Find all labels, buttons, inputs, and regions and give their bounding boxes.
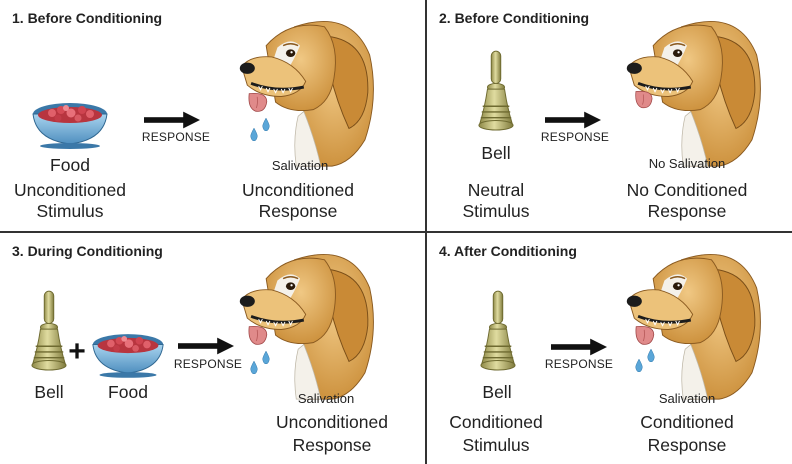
response-type-line-2: Response bbox=[647, 435, 727, 455]
stimulus-type-line-1: Unconditioned bbox=[14, 180, 126, 200]
arrow-icon bbox=[545, 110, 601, 130]
drool-drop-icon bbox=[635, 359, 643, 372]
stimulus-name: Bell bbox=[482, 382, 512, 402]
stimulus-name-2: Food bbox=[108, 382, 148, 402]
tongue-icon bbox=[246, 325, 270, 349]
response-type-line-1: Unconditioned bbox=[276, 412, 388, 432]
drool-drop-icon bbox=[250, 361, 258, 374]
response-label: RESPONSE bbox=[544, 357, 614, 371]
stimulus-type-line-2: Stimulus bbox=[36, 201, 104, 221]
response-label: RESPONSE bbox=[141, 130, 211, 144]
drool-drop-icon bbox=[250, 128, 258, 141]
panel-title: 4. After Conditioning bbox=[439, 243, 577, 259]
stimulus-name: Food bbox=[50, 155, 90, 175]
tongue-icon bbox=[633, 90, 655, 112]
tongue-icon bbox=[246, 92, 270, 116]
panel-4-after-conditioning: 4. After Conditioning RESPONSE Bell Cond… bbox=[427, 233, 792, 464]
dog-icon bbox=[623, 241, 768, 401]
response-type-line-1: Conditioned bbox=[640, 412, 734, 432]
stimulus-type-line-1: Neutral bbox=[467, 180, 525, 200]
drool-drop-icon bbox=[647, 349, 655, 362]
dog-icon bbox=[623, 8, 768, 168]
stimulus-type-line-2: Stimulus bbox=[462, 201, 530, 221]
response-type-line-2: Response bbox=[647, 201, 727, 221]
stimulus-name: Bell bbox=[481, 143, 511, 163]
dog-caption: Salivation bbox=[297, 391, 355, 406]
panel-title: 1. Before Conditioning bbox=[12, 10, 163, 26]
horizontal-divider bbox=[0, 231, 792, 233]
response-type-line-2: Response bbox=[258, 201, 338, 221]
panel-title: 3. During Conditioning bbox=[12, 243, 163, 259]
arrow-icon bbox=[551, 337, 607, 357]
drool-drop-icon bbox=[262, 351, 270, 364]
bell-icon bbox=[477, 48, 515, 136]
arrow-icon bbox=[178, 336, 234, 356]
food-bowl-icon bbox=[30, 100, 110, 150]
dog-icon bbox=[236, 241, 381, 401]
food-bowl-icon bbox=[90, 331, 166, 379]
panel-2-before-conditioning-bell: 2. Before Conditioning RESPONSE Bell Neu… bbox=[427, 0, 792, 231]
response-type-line-1: No Conditioned bbox=[626, 180, 748, 200]
bell-icon bbox=[30, 289, 68, 375]
drool-drop-icon bbox=[262, 118, 270, 131]
tongue-icon bbox=[633, 325, 657, 349]
response-type-line-1: Unconditioned bbox=[242, 180, 354, 200]
dog-caption: Salivation bbox=[271, 158, 329, 173]
response-label: RESPONSE bbox=[173, 357, 243, 371]
panel-1-before-conditioning-food: 1. Before Conditioning RESPONSE Food Unc… bbox=[0, 0, 425, 231]
plus-sign: + bbox=[68, 335, 86, 368]
bell-icon bbox=[479, 289, 517, 375]
dog-caption: No Salivation bbox=[648, 156, 726, 171]
dog-caption: Salivation bbox=[658, 391, 716, 406]
dog-icon bbox=[236, 8, 381, 168]
panel-3-during-conditioning: 3. During Conditioning + RESPONSE Bell F… bbox=[0, 233, 425, 464]
panel-title: 2. Before Conditioning bbox=[439, 10, 590, 26]
response-label: RESPONSE bbox=[540, 130, 610, 144]
arrow-icon bbox=[144, 110, 200, 130]
stimulus-type-line-1: Conditioned bbox=[449, 412, 543, 432]
response-type-line-2: Response bbox=[292, 435, 372, 455]
stimulus-name: Bell bbox=[34, 382, 64, 402]
stimulus-type-line-2: Stimulus bbox=[462, 435, 530, 455]
